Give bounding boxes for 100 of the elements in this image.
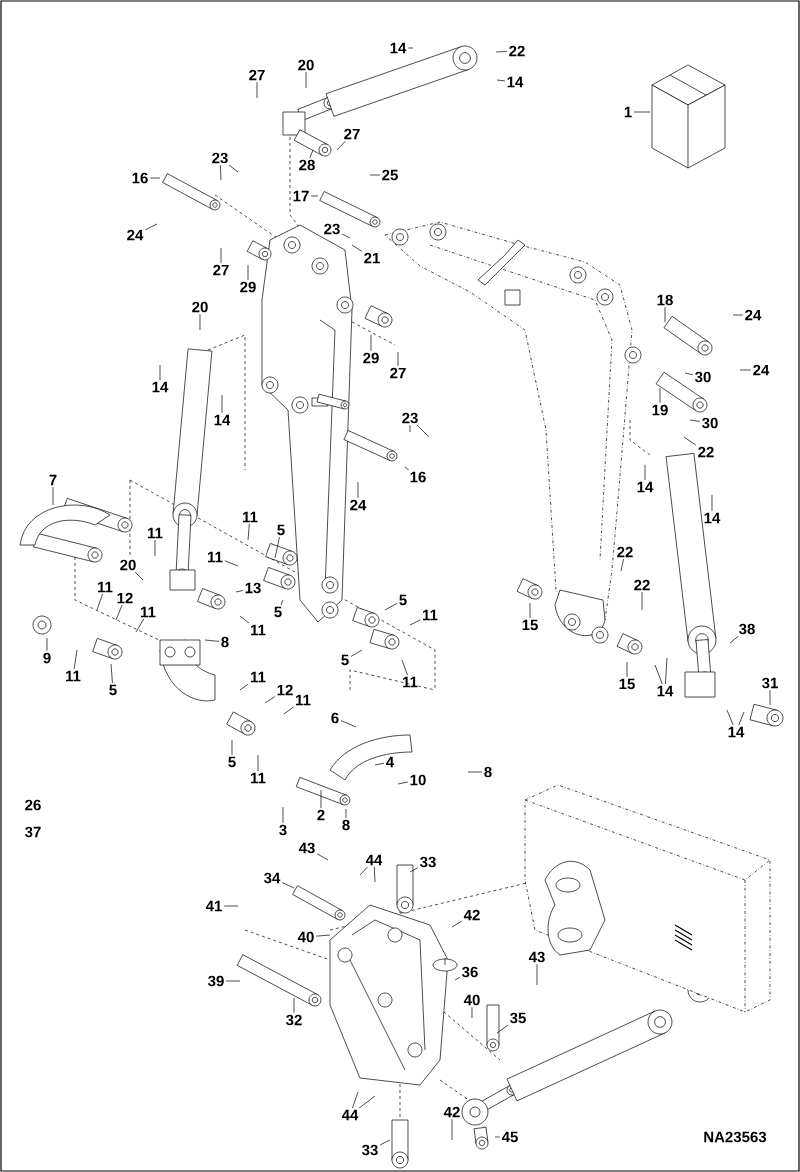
callout-number: 11: [98, 581, 113, 593]
callout-number: 2: [317, 809, 325, 821]
callout-number: 14: [507, 76, 524, 88]
callout-number: 11: [423, 609, 438, 621]
callout-number: 44: [341, 1109, 359, 1121]
leader-line: [401, 659, 408, 676]
callout-number: 11: [251, 671, 266, 683]
callout-number: 21: [364, 252, 380, 264]
leader-line: [305, 71, 307, 89]
leader-line: [315, 934, 331, 937]
leader-line: [341, 233, 351, 239]
leader-line: [416, 424, 430, 438]
leader-line: [219, 164, 222, 181]
leader-line: [134, 571, 144, 581]
callout-number: 14: [728, 726, 745, 738]
leader-line: [224, 560, 239, 567]
callout-number: 41: [205, 900, 222, 912]
leader-line: [729, 635, 739, 644]
callout-number: 38: [739, 623, 755, 635]
callout-number: 5: [109, 684, 117, 696]
leader-line: [664, 306, 666, 323]
callout-number: 5: [341, 654, 349, 666]
callout-number: 8: [484, 766, 492, 778]
callout-number: 20: [192, 301, 208, 313]
callout-number: 23: [324, 223, 340, 235]
leader-line: [350, 649, 363, 657]
leader-line: [384, 603, 398, 611]
callout-number: 11: [296, 694, 311, 706]
callout-number: 11: [243, 511, 258, 523]
callout-number: 24: [127, 229, 144, 241]
drawing-number: NA23563: [704, 1131, 767, 1143]
leader-line: [345, 808, 347, 819]
callout-number: 43: [528, 951, 545, 963]
callout-number: 43: [298, 842, 315, 854]
callout-number: 45: [501, 1131, 518, 1143]
leader-line: [738, 711, 745, 726]
callout-number: 30: [702, 417, 718, 429]
leader-line: [726, 709, 734, 726]
callout-number: 3: [279, 824, 287, 836]
leader-line: [665, 657, 668, 685]
leader-line: [654, 664, 663, 685]
callout-number: 9: [43, 652, 51, 664]
callout-number: 14: [704, 512, 721, 524]
callout-number: 22: [698, 446, 714, 458]
leader-line: [404, 466, 410, 471]
callout-number: 5: [274, 606, 282, 618]
callout-number: 8: [221, 636, 229, 648]
callout-number: 33: [420, 856, 436, 868]
callout-number: 31: [762, 677, 778, 689]
callout-number: 16: [132, 172, 148, 184]
callout-number: 19: [652, 404, 668, 416]
leader-line: [239, 615, 250, 624]
callout-number: 27: [390, 367, 406, 379]
callout-number: 25: [382, 169, 398, 181]
leader-line: [281, 882, 295, 889]
leader-line: [684, 372, 694, 376]
leader-line: [359, 866, 368, 876]
callout-number: 13: [245, 582, 261, 594]
callout-number: 12: [117, 592, 133, 604]
callout-number: 39: [208, 975, 224, 987]
leader-line: [496, 79, 506, 82]
callout-number: 4: [386, 756, 395, 768]
callout-number: 24: [350, 499, 367, 511]
leader-line: [495, 51, 508, 53]
callout-number: 36: [462, 966, 478, 978]
leader-line: [225, 980, 241, 982]
callout-number: 24: [753, 364, 770, 376]
callout-number: 40: [463, 994, 480, 1006]
leader-line: [689, 419, 701, 422]
callout-number: 11: [141, 606, 156, 618]
leader-line: [357, 481, 359, 499]
callout-number: 37: [25, 826, 41, 838]
leader-line: [340, 720, 357, 728]
leader-line: [73, 649, 78, 670]
callout-number: 35: [510, 1012, 526, 1024]
leader-line: [247, 264, 249, 281]
callout-number: 14: [637, 481, 654, 493]
callout-number: 22: [509, 45, 525, 57]
leader-line: [159, 364, 161, 381]
leader-line: [231, 739, 233, 756]
callout-number: 40: [297, 931, 314, 943]
callout-number: 11: [148, 527, 163, 539]
leader-line: [52, 486, 54, 506]
callout-number: 27: [344, 128, 360, 140]
callout-number: 11: [251, 624, 266, 636]
callout-number: 30: [695, 371, 711, 383]
leader-line: [379, 1139, 391, 1146]
leader-line: [235, 590, 244, 593]
leader-line: [732, 314, 744, 316]
leader-line: [280, 599, 284, 606]
leader-line: [283, 706, 294, 715]
leader-line: [659, 387, 661, 404]
leader-line: [149, 177, 161, 179]
callout-number: 12: [277, 684, 293, 696]
leader-line: [336, 140, 346, 151]
leader-line: [536, 963, 538, 986]
leader-line: [46, 637, 48, 652]
callout-number: 29: [363, 352, 379, 364]
leader-line: [309, 149, 314, 159]
leader-line: [257, 754, 259, 772]
